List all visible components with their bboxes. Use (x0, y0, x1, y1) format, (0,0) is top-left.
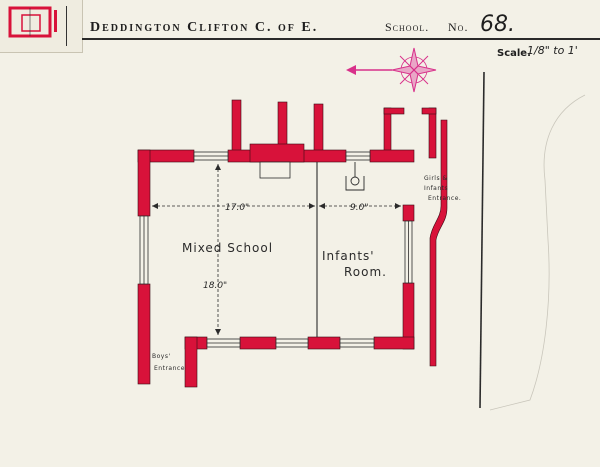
girls-entrance-label-line2: Infants (424, 185, 448, 192)
boys-entrance-label-line2: Entrance (154, 365, 185, 372)
depth-label: 18.0" (203, 281, 227, 291)
thumbnail-plan-icon (8, 6, 67, 46)
scale-value: 1/8" to 1' (527, 44, 578, 57)
header-rule (82, 38, 600, 40)
windows (139, 151, 413, 348)
girls-entrance-wall (429, 119, 448, 367)
hearth (259, 161, 291, 179)
stove-icon (345, 162, 365, 191)
scale-label: Scale. (497, 48, 531, 59)
number-value: 68. (480, 12, 515, 37)
infants-room-label-line2: Room. (344, 265, 387, 279)
mixed-width-label: 17.0" (225, 203, 249, 213)
thumbnail-preview[interactable] (0, 0, 83, 53)
number-label: No. (448, 20, 469, 34)
dimension-lines (152, 164, 401, 335)
girls-entrance-label-line1: Girls & (424, 175, 448, 182)
mixed-school-label: Mixed School (182, 241, 273, 255)
boys-entrance-label-line1: Boys' (152, 353, 171, 360)
school-label: School. (385, 20, 430, 34)
faint-boundary-line (489, 94, 586, 411)
infants-width-label: 9.0" (350, 203, 368, 213)
school-place-title: Deddington Clifton C. of E. (90, 20, 319, 35)
compass-rose-icon (346, 47, 437, 93)
dimension-arrowheads (152, 164, 401, 335)
girls-entrance-label-line3: Entrance. (428, 195, 461, 202)
outer-walls (137, 143, 415, 388)
infants-room-label-line1: Infants' (322, 249, 375, 263)
boundary-line (479, 71, 485, 409)
